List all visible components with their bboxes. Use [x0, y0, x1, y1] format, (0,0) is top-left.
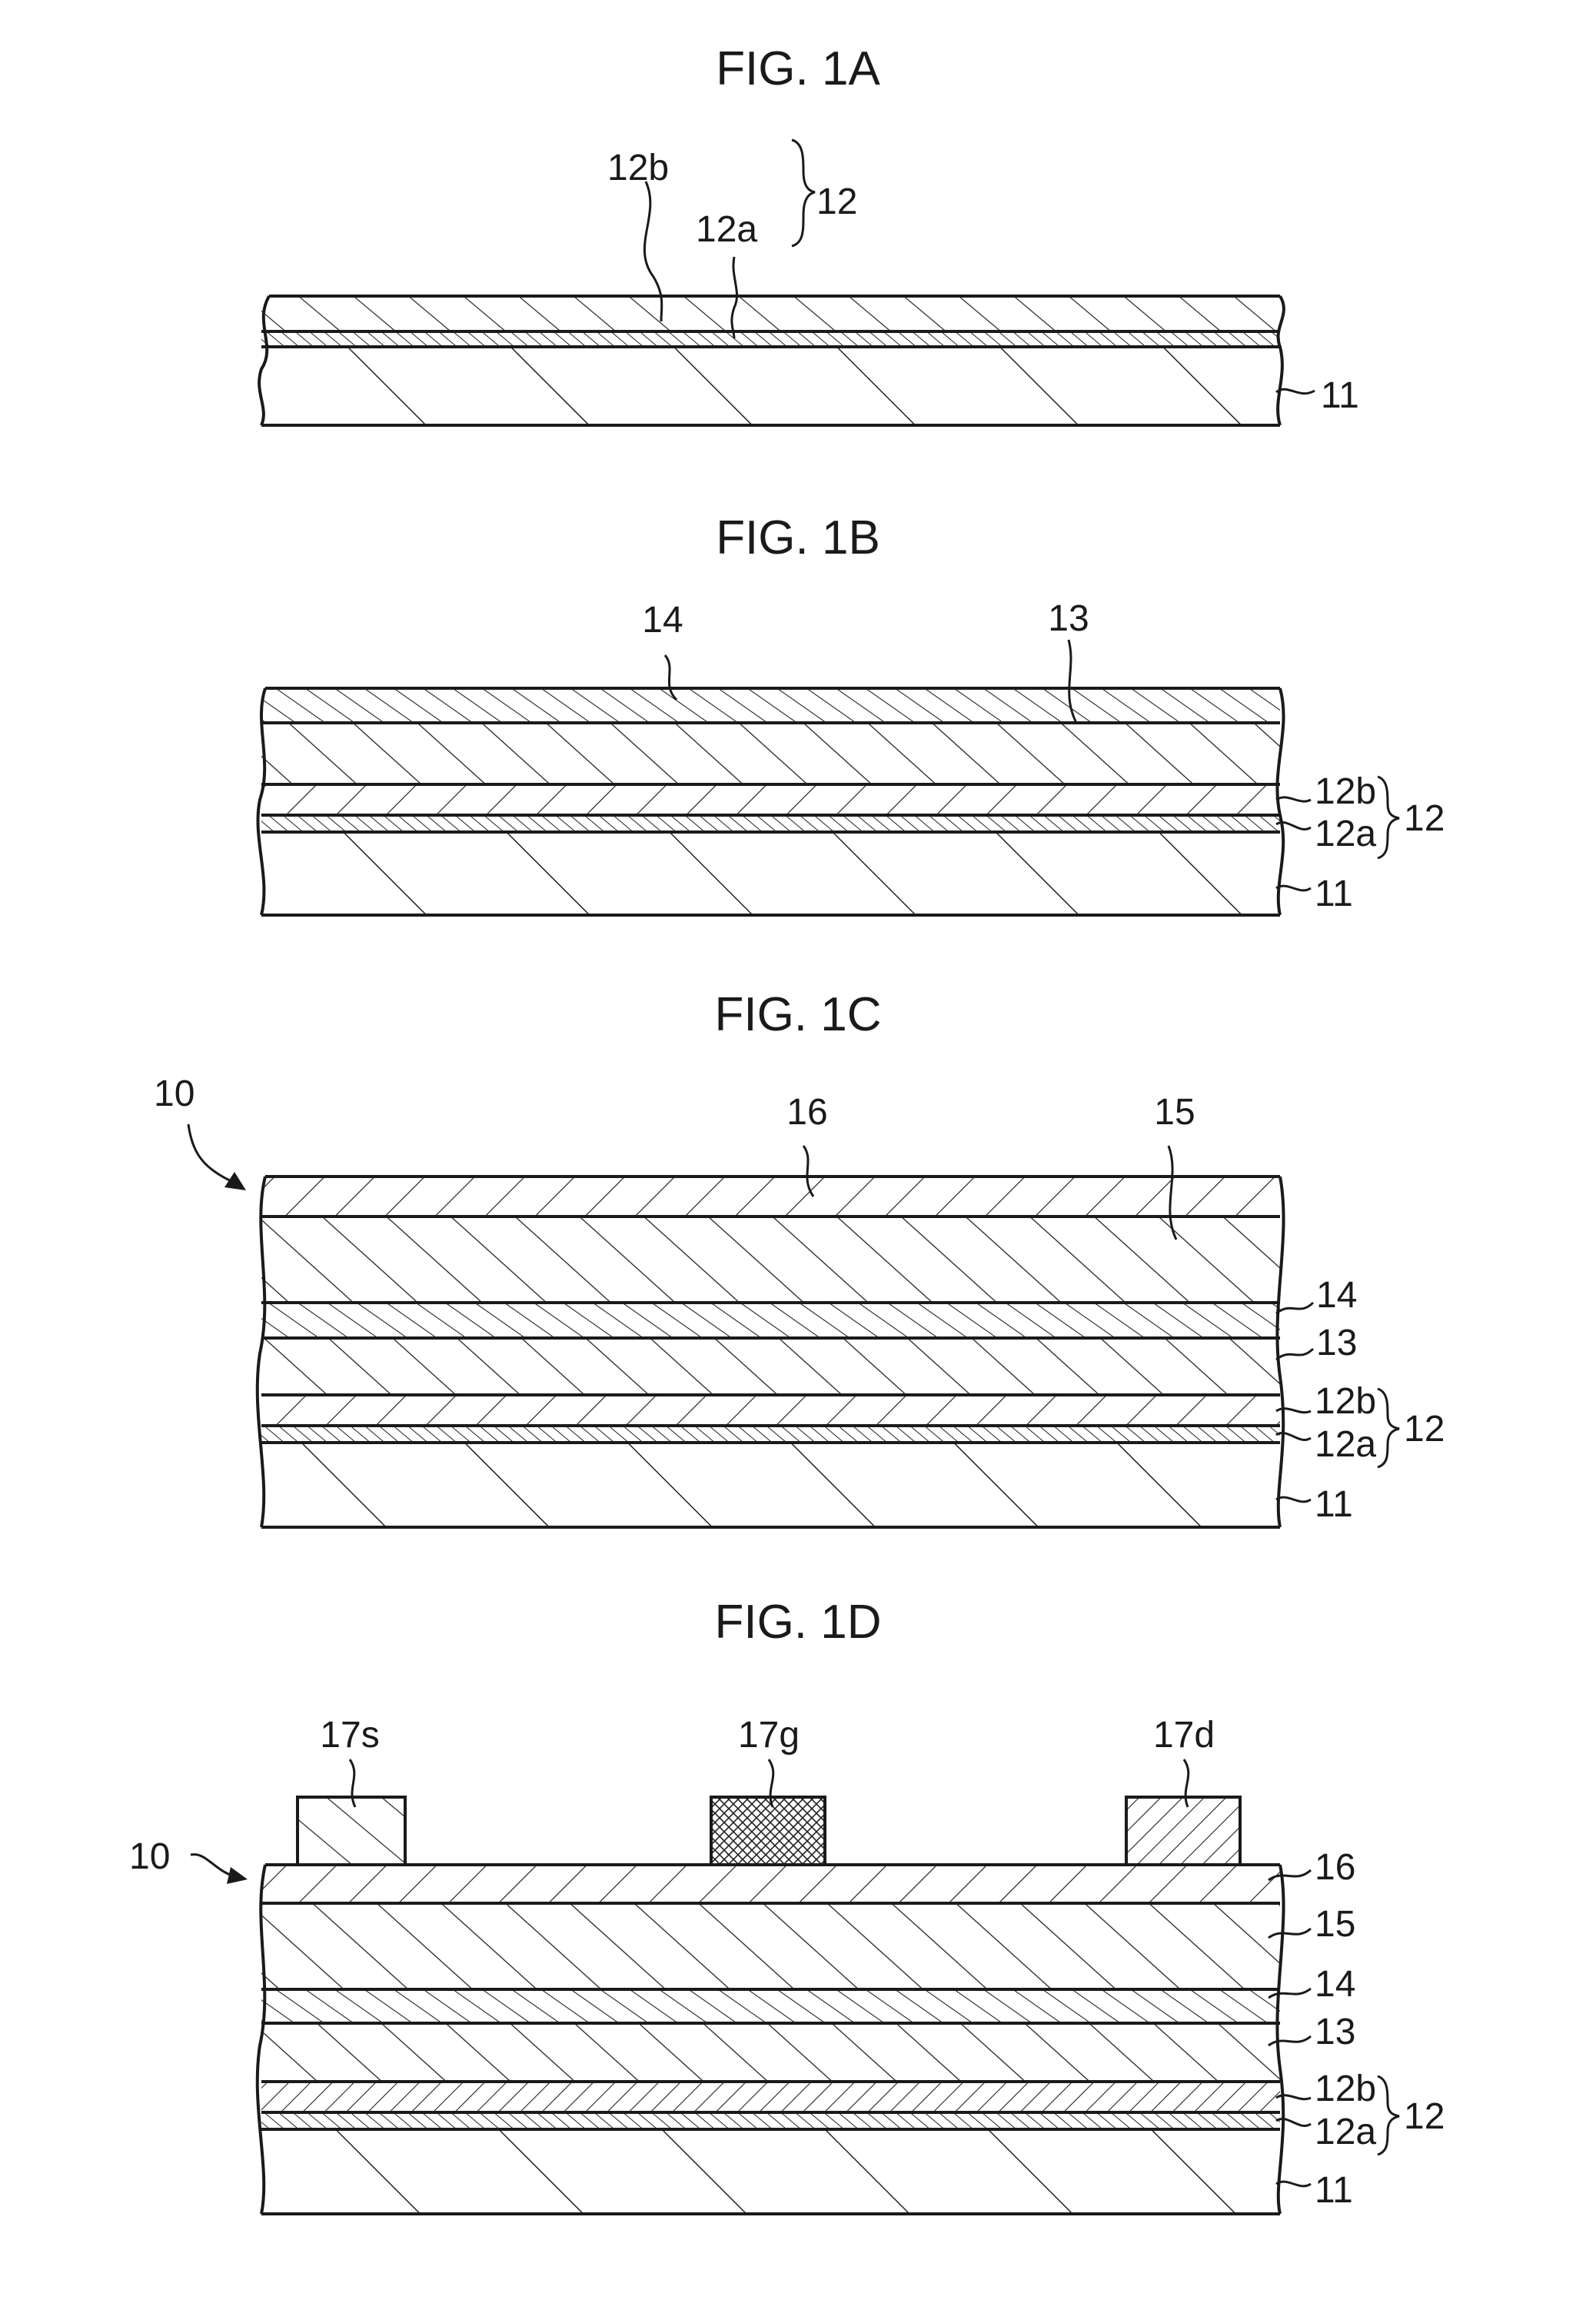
label-12: 12	[1404, 1409, 1445, 1450]
layer-16-band	[261, 1177, 1280, 1217]
layer-14-band	[261, 1989, 1280, 2023]
figure-1c-stack	[258, 1177, 1284, 1527]
label-10: 10	[154, 1073, 195, 1114]
layer-12b-band	[261, 784, 1280, 815]
layer-14-band	[261, 1303, 1280, 1338]
label-13: 13	[1048, 598, 1089, 639]
layer-12a-band	[261, 2112, 1280, 2129]
substrate-11-band	[261, 347, 1280, 425]
layer-15-band	[261, 1217, 1280, 1303]
label-12a: 12a	[1315, 2112, 1376, 2152]
layer-13-band	[261, 1338, 1280, 1395]
substrate-11-band	[261, 2129, 1280, 2214]
label-17g: 17g	[738, 1715, 800, 1756]
figure-1d-stack	[258, 1865, 1284, 2214]
label-13: 13	[1315, 2012, 1355, 2052]
label-12: 12	[816, 181, 857, 222]
label-12b: 12b	[1315, 2069, 1376, 2109]
layer-12a-band	[261, 331, 1280, 347]
label-11: 11	[1321, 375, 1359, 416]
layer-12b-band	[261, 2082, 1280, 2112]
label-11: 11	[1315, 874, 1353, 914]
label-15: 15	[1154, 1092, 1195, 1133]
label-14: 14	[1316, 1275, 1357, 1316]
label-12a: 12a	[1315, 1424, 1376, 1465]
label-11: 11	[1315, 2170, 1353, 2211]
label-13: 13	[1316, 1323, 1357, 1363]
figure-1b-title: FIG. 1B	[716, 511, 880, 564]
layer-15-band	[261, 1903, 1280, 1989]
label-14: 14	[642, 600, 683, 641]
label-11: 11	[1315, 1484, 1353, 1525]
label-17s: 17s	[320, 1715, 379, 1756]
figure-1b-stack	[258, 688, 1283, 915]
label-12: 12	[1404, 2096, 1445, 2137]
layer-12a-band	[261, 815, 1280, 832]
layer-14-band	[261, 688, 1280, 723]
label-15: 15	[1315, 1904, 1355, 1945]
layer-12a-band	[261, 1426, 1280, 1443]
figure-1d: FIG. 1D	[129, 1596, 1445, 2214]
label-10: 10	[129, 1836, 170, 1877]
figure-1a-title: FIG. 1A	[716, 42, 880, 95]
label-14: 14	[1315, 1964, 1355, 2005]
figure-1c-title: FIG. 1C	[714, 988, 881, 1041]
label-12b: 12b	[607, 148, 669, 188]
electrode-17d	[1126, 1797, 1240, 1865]
electrode-17g	[711, 1797, 825, 1865]
layer-12b-band	[261, 296, 1280, 331]
figure-1a: FIG. 1A 12b 12a 12 11	[259, 42, 1359, 425]
label-12a: 12a	[1315, 814, 1376, 854]
figure-1d-title: FIG. 1D	[714, 1596, 881, 1649]
label-17d: 17d	[1153, 1715, 1215, 1756]
layer-13-band	[261, 2023, 1280, 2082]
substrate-11-band	[261, 1443, 1280, 1527]
layer-12b-band	[261, 1395, 1280, 1426]
figure-1c: FIG. 1C	[154, 988, 1445, 1527]
electrode-17s	[298, 1797, 405, 1865]
layer-13-band	[261, 723, 1280, 784]
label-12: 12	[1404, 798, 1445, 839]
figure-1a-stack	[259, 296, 1284, 425]
label-12a: 12a	[696, 209, 757, 250]
layer-16-band	[261, 1865, 1280, 1903]
label-16: 16	[1315, 1847, 1355, 1888]
label-12b: 12b	[1315, 1381, 1376, 1422]
substrate-11-band	[261, 832, 1280, 915]
label-16: 16	[786, 1092, 827, 1133]
label-12b: 12b	[1315, 771, 1376, 812]
figure-1b: FIG. 1B 14 13 12b 12a 12 11	[258, 511, 1445, 915]
